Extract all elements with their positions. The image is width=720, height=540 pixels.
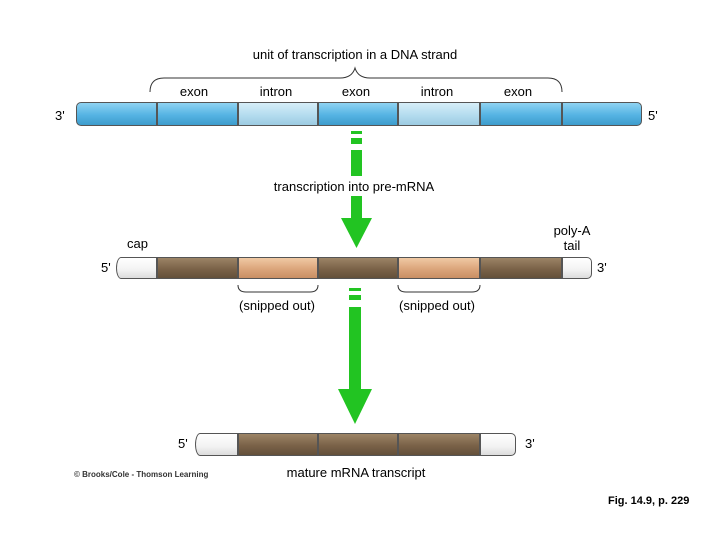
dna-intron-2-label: intron	[420, 84, 454, 99]
rna-exon-segment	[318, 257, 398, 279]
dna-exon-segment	[562, 102, 642, 126]
transcription-label: transcription into pre-mRNA	[273, 179, 435, 194]
mature-cap-segment	[200, 433, 238, 456]
dna-exon-2-label: exon	[341, 84, 371, 99]
dna-exon-segment	[318, 102, 398, 126]
mature-mrna-label: mature mRNA transcript	[286, 465, 426, 480]
splicing-arrow	[338, 288, 372, 424]
dna-title: unit of transcription in a DNA strand	[252, 47, 458, 62]
dna-5prime-label: 5'	[648, 108, 658, 123]
rna-exon-segment	[480, 257, 562, 279]
polya-tail-label: poly-A tail	[553, 223, 591, 253]
dna-exon-3-label: exon	[503, 84, 533, 99]
dna-intron-1-label: intron	[259, 84, 293, 99]
transcription-arrow	[341, 131, 372, 248]
mature-5prime-label: 5'	[178, 436, 188, 451]
snip-bracket-2	[397, 284, 481, 293]
rna-intron-segment	[238, 257, 318, 279]
cap-label: cap	[127, 236, 148, 251]
dna-exon-segment	[480, 102, 562, 126]
mature-exon-segment	[318, 433, 398, 456]
dna-intron-segment	[398, 102, 480, 126]
snipped-out-label-1: (snipped out)	[239, 298, 315, 313]
dna-brace	[149, 66, 563, 93]
snip-bracket-1	[237, 284, 319, 293]
mature-polya-segment	[480, 433, 516, 456]
polya-tail-segment	[562, 257, 592, 279]
mature-exon-segment	[238, 433, 318, 456]
dna-exon-segment	[157, 102, 238, 126]
dna-3prime-label: 3'	[55, 108, 65, 123]
figure-reference: Fig. 14.9, p. 229	[608, 495, 690, 507]
copyright-credit: © Brooks/Cole - Thomson Learning	[74, 470, 209, 479]
rna-exon-segment	[157, 257, 238, 279]
dna-intron-segment	[238, 102, 318, 126]
pre-mrna-5prime-label: 5'	[101, 260, 111, 275]
rna-intron-segment	[398, 257, 480, 279]
dna-exon-segment	[76, 102, 157, 126]
dna-exon-1-label: exon	[179, 84, 209, 99]
cap-segment	[121, 257, 157, 279]
mature-exon-segment	[398, 433, 480, 456]
mature-3prime-label: 3'	[525, 436, 535, 451]
snipped-out-label-2: (snipped out)	[399, 298, 475, 313]
pre-mrna-3prime-label: 3'	[597, 260, 607, 275]
